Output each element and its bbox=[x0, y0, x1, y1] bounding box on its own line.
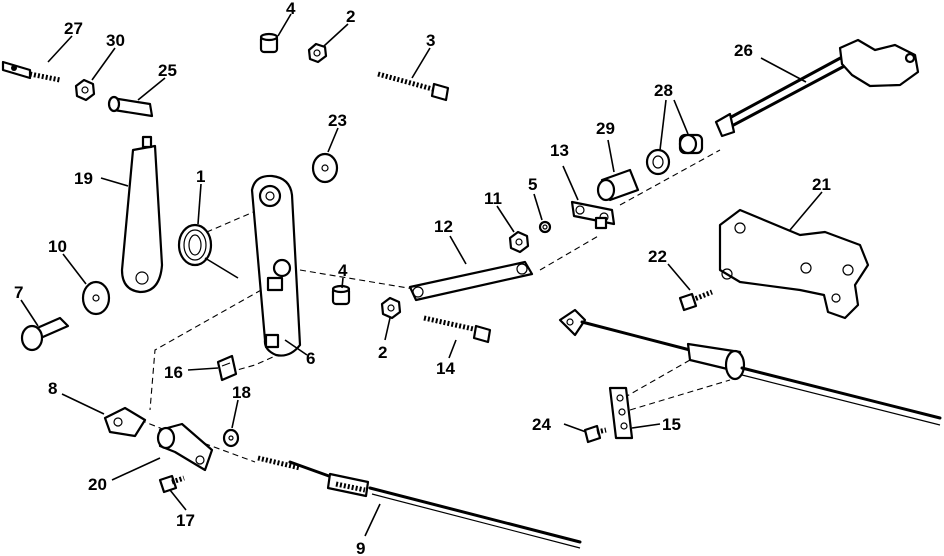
callout-24: 24 bbox=[532, 415, 551, 434]
callout-8: 8 bbox=[48, 379, 57, 398]
part-10-washer bbox=[81, 280, 111, 316]
callout-22: 22 bbox=[648, 247, 667, 266]
alignment-lines bbox=[139, 149, 731, 463]
part-25-link-block bbox=[107, 95, 154, 118]
callout-4-top: 4 bbox=[286, 0, 296, 18]
part-3-screw bbox=[377, 71, 450, 102]
part-18-washer bbox=[222, 428, 240, 448]
part-21-bracket bbox=[718, 208, 870, 320]
part-19-lever bbox=[120, 135, 164, 294]
part-4-bushing-top bbox=[259, 32, 279, 54]
part-12-connecting-link bbox=[408, 260, 534, 302]
part-2-nut-lower bbox=[380, 296, 402, 320]
part-20-connector bbox=[156, 422, 214, 472]
part-24-screw bbox=[583, 424, 607, 444]
callout-labels: 27 30 25 4 2 3 26 28 29 13 5 11 12 21 22… bbox=[14, 0, 831, 556]
callout-14: 14 bbox=[436, 359, 455, 378]
callout-1: 1 bbox=[196, 167, 205, 186]
callout-29: 29 bbox=[596, 119, 615, 138]
callout-3: 3 bbox=[426, 31, 435, 50]
callout-26: 26 bbox=[734, 41, 753, 60]
part-2-nut-top bbox=[307, 42, 328, 64]
part-27-clevis-screw bbox=[1, 60, 61, 83]
part-29-roller bbox=[596, 168, 640, 202]
callout-5: 5 bbox=[528, 175, 537, 194]
part-17-screw bbox=[158, 474, 185, 494]
callout-20: 20 bbox=[88, 475, 107, 494]
callout-7: 7 bbox=[14, 283, 23, 302]
part-13-link-arm bbox=[570, 200, 616, 230]
callout-27: 27 bbox=[64, 19, 83, 38]
part-shift-cable bbox=[558, 308, 942, 426]
callout-17: 17 bbox=[176, 511, 195, 530]
callout-12: 12 bbox=[434, 217, 453, 236]
part-28-bushings bbox=[645, 133, 704, 176]
callout-21: 21 bbox=[812, 175, 831, 194]
part-15-plate bbox=[608, 386, 634, 440]
part-6-throttle-arm bbox=[250, 174, 302, 357]
part-11-nut bbox=[508, 230, 530, 254]
callout-2-lower: 2 bbox=[378, 343, 387, 362]
part-23-washer bbox=[311, 152, 339, 184]
part-22-screw bbox=[678, 289, 713, 312]
part-30-nut bbox=[74, 78, 96, 102]
callout-25: 25 bbox=[158, 61, 177, 80]
part-9-cable bbox=[257, 455, 582, 549]
part-8-swivel bbox=[103, 406, 147, 438]
callout-10: 10 bbox=[48, 237, 67, 256]
leader-lines bbox=[20, 13, 823, 537]
callout-13: 13 bbox=[550, 141, 569, 160]
part-16-clip bbox=[216, 354, 238, 382]
callout-2-top: 2 bbox=[346, 7, 355, 26]
callout-11: 11 bbox=[484, 189, 502, 208]
part-5-washer bbox=[538, 220, 552, 234]
callout-4-lower: 4 bbox=[338, 261, 348, 280]
callout-23: 23 bbox=[328, 111, 347, 130]
callout-28: 28 bbox=[654, 81, 673, 100]
callout-6: 6 bbox=[306, 349, 315, 368]
part-14-screw bbox=[423, 315, 492, 344]
part-1-spring bbox=[177, 223, 239, 279]
callout-9: 9 bbox=[356, 539, 365, 556]
part-7-shoulder-bolt bbox=[20, 316, 70, 352]
callout-16: 16 bbox=[164, 363, 183, 382]
callout-18: 18 bbox=[232, 383, 251, 402]
callout-15: 15 bbox=[662, 415, 681, 434]
part-26-shaft bbox=[714, 38, 920, 138]
callout-19: 19 bbox=[74, 169, 93, 188]
part-4-bushing-lower bbox=[331, 284, 351, 306]
callout-30: 30 bbox=[106, 31, 125, 50]
